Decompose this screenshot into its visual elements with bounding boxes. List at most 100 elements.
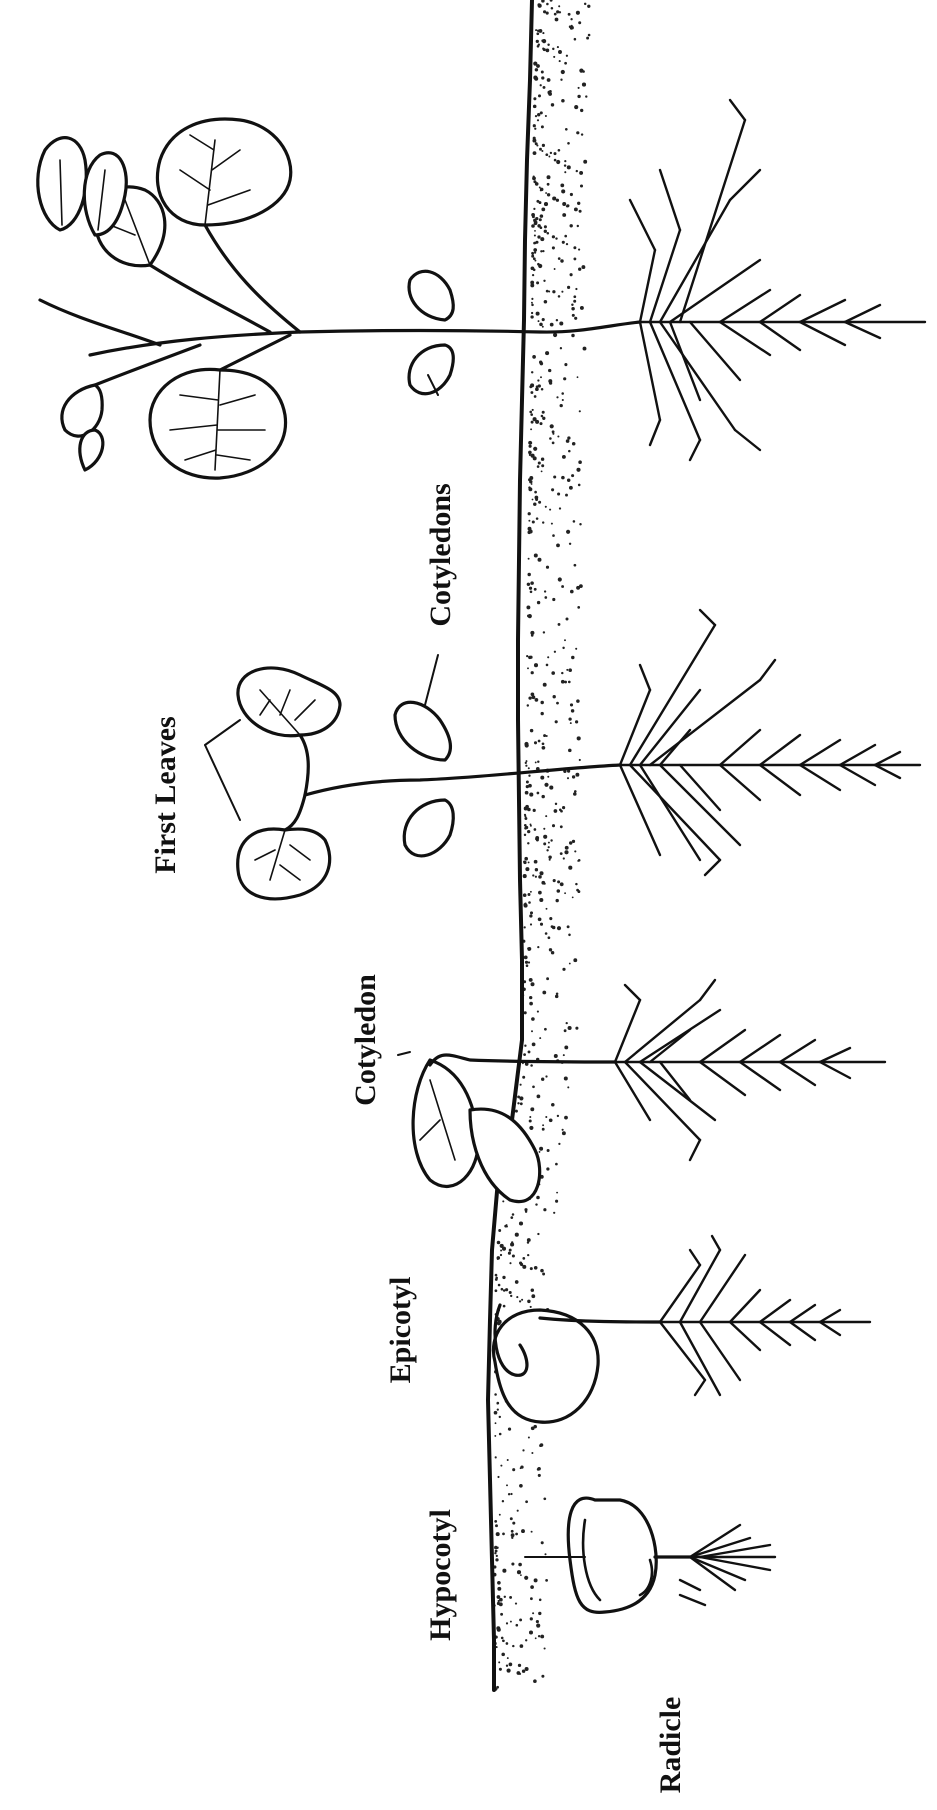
soil-dot bbox=[506, 1226, 508, 1228]
soil-dot bbox=[532, 409, 534, 411]
soil-dot bbox=[565, 494, 568, 497]
soil-dot bbox=[527, 704, 529, 706]
soil-dot bbox=[572, 840, 575, 843]
soil-dot bbox=[582, 70, 585, 73]
soil-dot bbox=[546, 735, 548, 737]
soil-dot bbox=[500, 1254, 502, 1256]
soil-dot bbox=[545, 506, 547, 508]
soil-dot bbox=[537, 946, 539, 948]
soil-dot bbox=[581, 265, 585, 269]
soil-dot bbox=[567, 142, 570, 145]
soil-dot bbox=[536, 40, 539, 43]
soil-dot bbox=[574, 850, 576, 852]
soil-dot bbox=[544, 300, 548, 304]
soil-dot bbox=[554, 152, 557, 155]
soil-dot bbox=[504, 1596, 506, 1598]
soil-dot bbox=[566, 243, 568, 245]
soil-dot bbox=[559, 507, 561, 509]
soil-dot bbox=[543, 48, 546, 51]
soil-dot bbox=[530, 283, 534, 287]
soil-dot bbox=[519, 1618, 522, 1621]
soil-dot bbox=[545, 1075, 547, 1077]
soil-dot bbox=[524, 742, 528, 746]
soil-dot bbox=[509, 1262, 511, 1264]
soil-dot bbox=[571, 307, 574, 310]
soil-dot bbox=[546, 3, 549, 6]
soil-dot bbox=[537, 119, 539, 121]
soil-dot bbox=[566, 669, 568, 671]
soil-dot bbox=[546, 12, 549, 15]
soil-dot bbox=[556, 160, 560, 164]
soil-dot bbox=[542, 326, 544, 328]
soil-dot bbox=[564, 850, 568, 854]
soil-dot bbox=[541, 71, 544, 74]
soil-dot bbox=[510, 1621, 512, 1623]
soil-dot bbox=[546, 849, 548, 851]
soil-dot bbox=[507, 1669, 511, 1673]
soil-dot bbox=[535, 698, 539, 702]
soil-dot bbox=[534, 234, 536, 236]
soil-dot bbox=[533, 257, 536, 260]
soil-dot bbox=[561, 392, 564, 395]
soil-dot bbox=[564, 892, 566, 894]
soil-dot bbox=[536, 281, 539, 284]
soil-dot bbox=[544, 202, 548, 206]
soil-dot bbox=[539, 1151, 541, 1153]
stage-1-germinating-seed bbox=[525, 1498, 775, 1612]
soil-dot bbox=[512, 1213, 515, 1216]
soil-dot bbox=[509, 1249, 512, 1252]
soil-dot bbox=[579, 410, 581, 412]
soil-dot bbox=[531, 982, 535, 986]
soil-dot bbox=[537, 235, 540, 238]
soil-dot bbox=[548, 855, 551, 858]
soil-dot bbox=[540, 111, 543, 114]
soil-dot bbox=[559, 60, 561, 62]
soil-dot bbox=[551, 488, 554, 491]
leaf-stage-5-g bbox=[80, 430, 103, 470]
soil-dot bbox=[537, 1233, 539, 1235]
label-cotyledon: Cotyledon bbox=[349, 974, 382, 1106]
soil-dot bbox=[531, 371, 533, 373]
soil-dot bbox=[553, 879, 556, 882]
soil-dot bbox=[556, 702, 559, 705]
soil-dot bbox=[573, 520, 576, 523]
soil-dot bbox=[532, 1612, 534, 1614]
soil-dot bbox=[557, 889, 561, 893]
soil-dot bbox=[545, 1579, 548, 1582]
soil-dot bbox=[535, 217, 538, 220]
soil-dot bbox=[544, 1553, 546, 1555]
soil-dot bbox=[545, 153, 548, 156]
soil-dot bbox=[558, 1143, 560, 1145]
soil-dot bbox=[582, 83, 586, 87]
soil-dot bbox=[498, 1661, 500, 1663]
soil-dot bbox=[541, 388, 544, 391]
soil-dot bbox=[551, 1103, 555, 1107]
soil-dot bbox=[567, 436, 570, 439]
soil-dot bbox=[524, 1045, 526, 1047]
soil-dot bbox=[524, 827, 527, 830]
soil-dot bbox=[522, 1669, 525, 1672]
soil-dot bbox=[529, 411, 532, 414]
soil-dot bbox=[531, 266, 535, 270]
soil-dot bbox=[574, 38, 577, 41]
soil-dot bbox=[543, 1208, 546, 1211]
soil-dot bbox=[534, 663, 538, 667]
soil-dot bbox=[517, 1095, 520, 1098]
soil-dot bbox=[556, 396, 558, 398]
soil-dot bbox=[534, 1578, 538, 1582]
soil-dot bbox=[527, 667, 529, 669]
soil-dot bbox=[579, 171, 583, 175]
soil-dot bbox=[532, 355, 536, 359]
soil-dot bbox=[547, 776, 549, 778]
soil-dot bbox=[567, 1086, 569, 1088]
soil-dot bbox=[568, 717, 571, 720]
soil-dot bbox=[535, 876, 537, 878]
soil-dot bbox=[570, 273, 573, 276]
soil-dot bbox=[533, 180, 536, 183]
soil-dot bbox=[547, 183, 550, 186]
soil-dot bbox=[555, 803, 557, 805]
soil-dot bbox=[533, 456, 537, 460]
soil-dot bbox=[535, 68, 538, 71]
soil-dot bbox=[539, 323, 543, 327]
soil-dot bbox=[578, 859, 581, 862]
